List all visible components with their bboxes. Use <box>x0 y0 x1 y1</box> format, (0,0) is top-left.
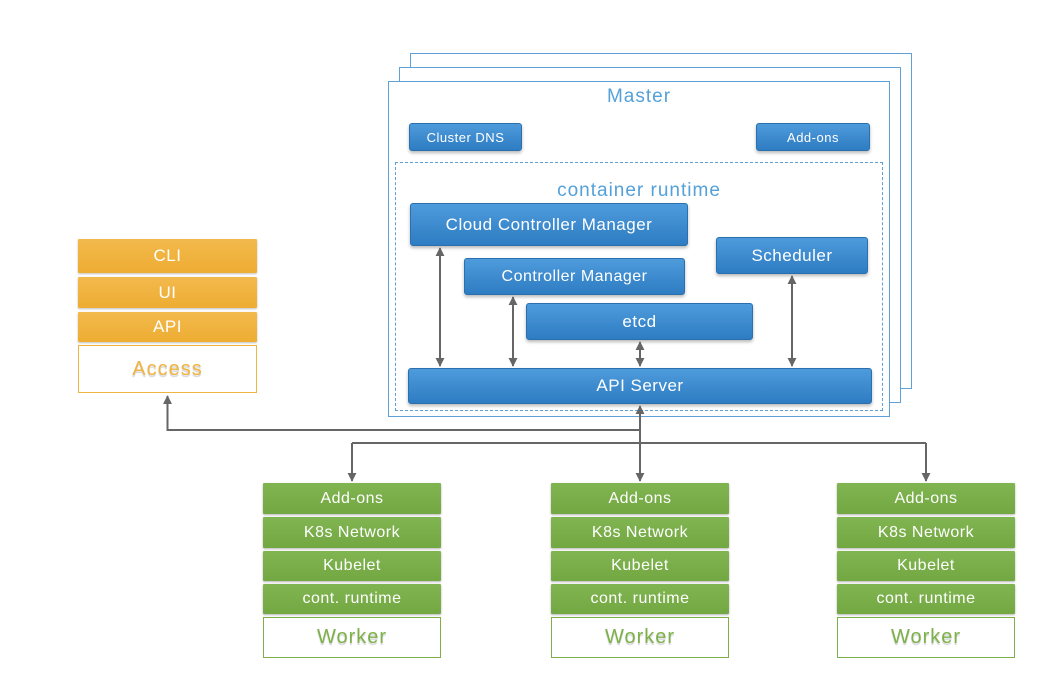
access-label-box: Access <box>78 345 257 393</box>
worker1-k8s-network-node: K8s Network <box>263 517 441 548</box>
cloud-controller-manager-node: Cloud Controller Manager <box>410 203 688 246</box>
scheduler-node: Scheduler <box>716 237 868 274</box>
worker1-cont-runtime-node: cont. runtime <box>263 584 441 614</box>
worker1-label-box: Worker <box>263 617 441 658</box>
worker2-addons-node: Add-ons <box>551 483 729 514</box>
access-ui-node: UI <box>78 277 257 308</box>
worker3-cont-runtime-node: cont. runtime <box>837 584 1015 614</box>
worker2-label-box: Worker <box>551 617 729 658</box>
etcd-node: etcd <box>526 303 753 340</box>
worker1-kubelet-node: Kubelet <box>263 551 441 581</box>
worker3-k8s-network-node: K8s Network <box>837 517 1015 548</box>
master-title: Master <box>606 86 672 107</box>
worker2-cont-runtime-node: cont. runtime <box>551 584 729 614</box>
worker3-label-box: Worker <box>837 617 1015 658</box>
worker2-k8s-network-node: K8s Network <box>551 517 729 548</box>
worker3-addons-node: Add-ons <box>837 483 1015 514</box>
cluster-dns-node: Cluster DNS <box>409 123 522 151</box>
container-runtime-title: container runtime <box>557 180 721 201</box>
api-server-node: API Server <box>408 368 872 404</box>
worker1-addons-node: Add-ons <box>263 483 441 514</box>
access-api-node: API <box>78 312 257 342</box>
access-cli-node: CLI <box>78 239 257 273</box>
worker2-kubelet-node: Kubelet <box>551 551 729 581</box>
master-addons-node: Add-ons <box>756 123 870 151</box>
controller-manager-node: Controller Manager <box>464 258 685 295</box>
worker3-kubelet-node: Kubelet <box>837 551 1015 581</box>
